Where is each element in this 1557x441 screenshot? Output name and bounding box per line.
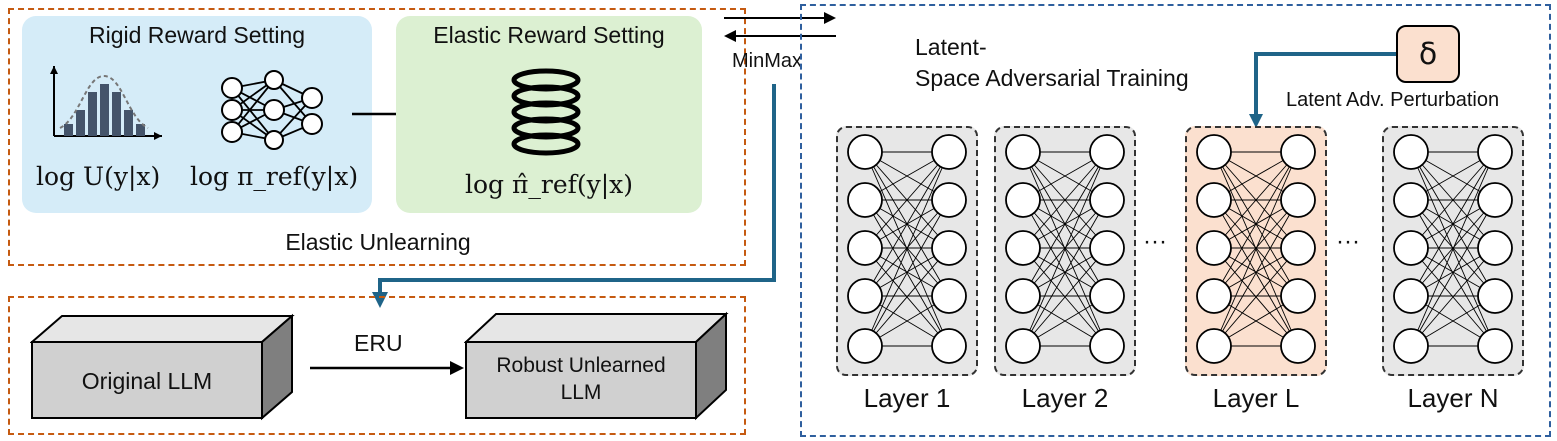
layer-2-network (1005, 134, 1125, 364)
layer-l-block (1185, 126, 1327, 376)
layer-2-block (994, 126, 1136, 376)
ellipsis-1: ··· (1143, 228, 1167, 255)
elastic-reward-panel (396, 16, 702, 213)
layer-1-label: Layer 1 (863, 383, 951, 413)
robust-llm-label-line1: Robust Unlearned (496, 354, 666, 377)
latent-training-title: Latent- Space Adversarial Training (915, 32, 1189, 94)
robust-llm-label: Robust Unlearned LLM (466, 352, 696, 406)
minmax-connector (372, 84, 776, 308)
layer-2-label: Layer 2 (1021, 383, 1109, 413)
elastic-unlearning-frame (8, 8, 746, 266)
eru-frame (8, 296, 746, 435)
minmax-label: MinMax (732, 50, 803, 72)
delta-box: δ (1396, 25, 1460, 83)
perturbation-connector (1249, 52, 1396, 128)
latent-title-line1: Latent- (915, 34, 987, 60)
latent-title-line2: Space Adversarial Training (915, 65, 1189, 91)
neural-net-icon (221, 70, 323, 150)
eru-arrow (310, 361, 464, 375)
log-pi-hat-ref-formula: log π̂_ref(y|x) (464, 170, 634, 199)
layer-n-label: Layer N (1407, 383, 1499, 413)
layer-l-network (1196, 134, 1316, 364)
layer-1-network (847, 134, 967, 364)
log-pi-ref-formula: log π_ref(y|x) (190, 162, 359, 191)
spring-icon (511, 68, 581, 156)
original-llm-label: Original LLM (81, 368, 213, 394)
robust-llm-label-line2: LLM (560, 381, 602, 404)
histogram-icon (50, 66, 162, 140)
robust-llm-box (464, 311, 729, 421)
minmax-arrows (724, 12, 836, 42)
latent-training-frame (800, 4, 1551, 437)
elastic-unlearning-title: Elastic Unlearning (285, 229, 471, 255)
layer-n-network (1393, 134, 1513, 364)
layer-n-block (1382, 126, 1524, 376)
log-u-formula: log U(y|x) (36, 162, 161, 191)
delta-symbol: δ (1418, 36, 1438, 72)
layer-l-label: Layer L (1212, 383, 1300, 413)
rigid-reward-title: Rigid Reward Setting (88, 22, 306, 48)
perturbation-label: Latent Adv. Perturbation (1286, 89, 1500, 111)
ellipsis-2: ··· (1336, 228, 1360, 255)
eru-label: ERU (354, 330, 403, 356)
elastic-reward-title: Elastic Reward Setting (433, 22, 665, 48)
original-llm-box (30, 313, 295, 421)
layer-1-block (836, 126, 978, 376)
